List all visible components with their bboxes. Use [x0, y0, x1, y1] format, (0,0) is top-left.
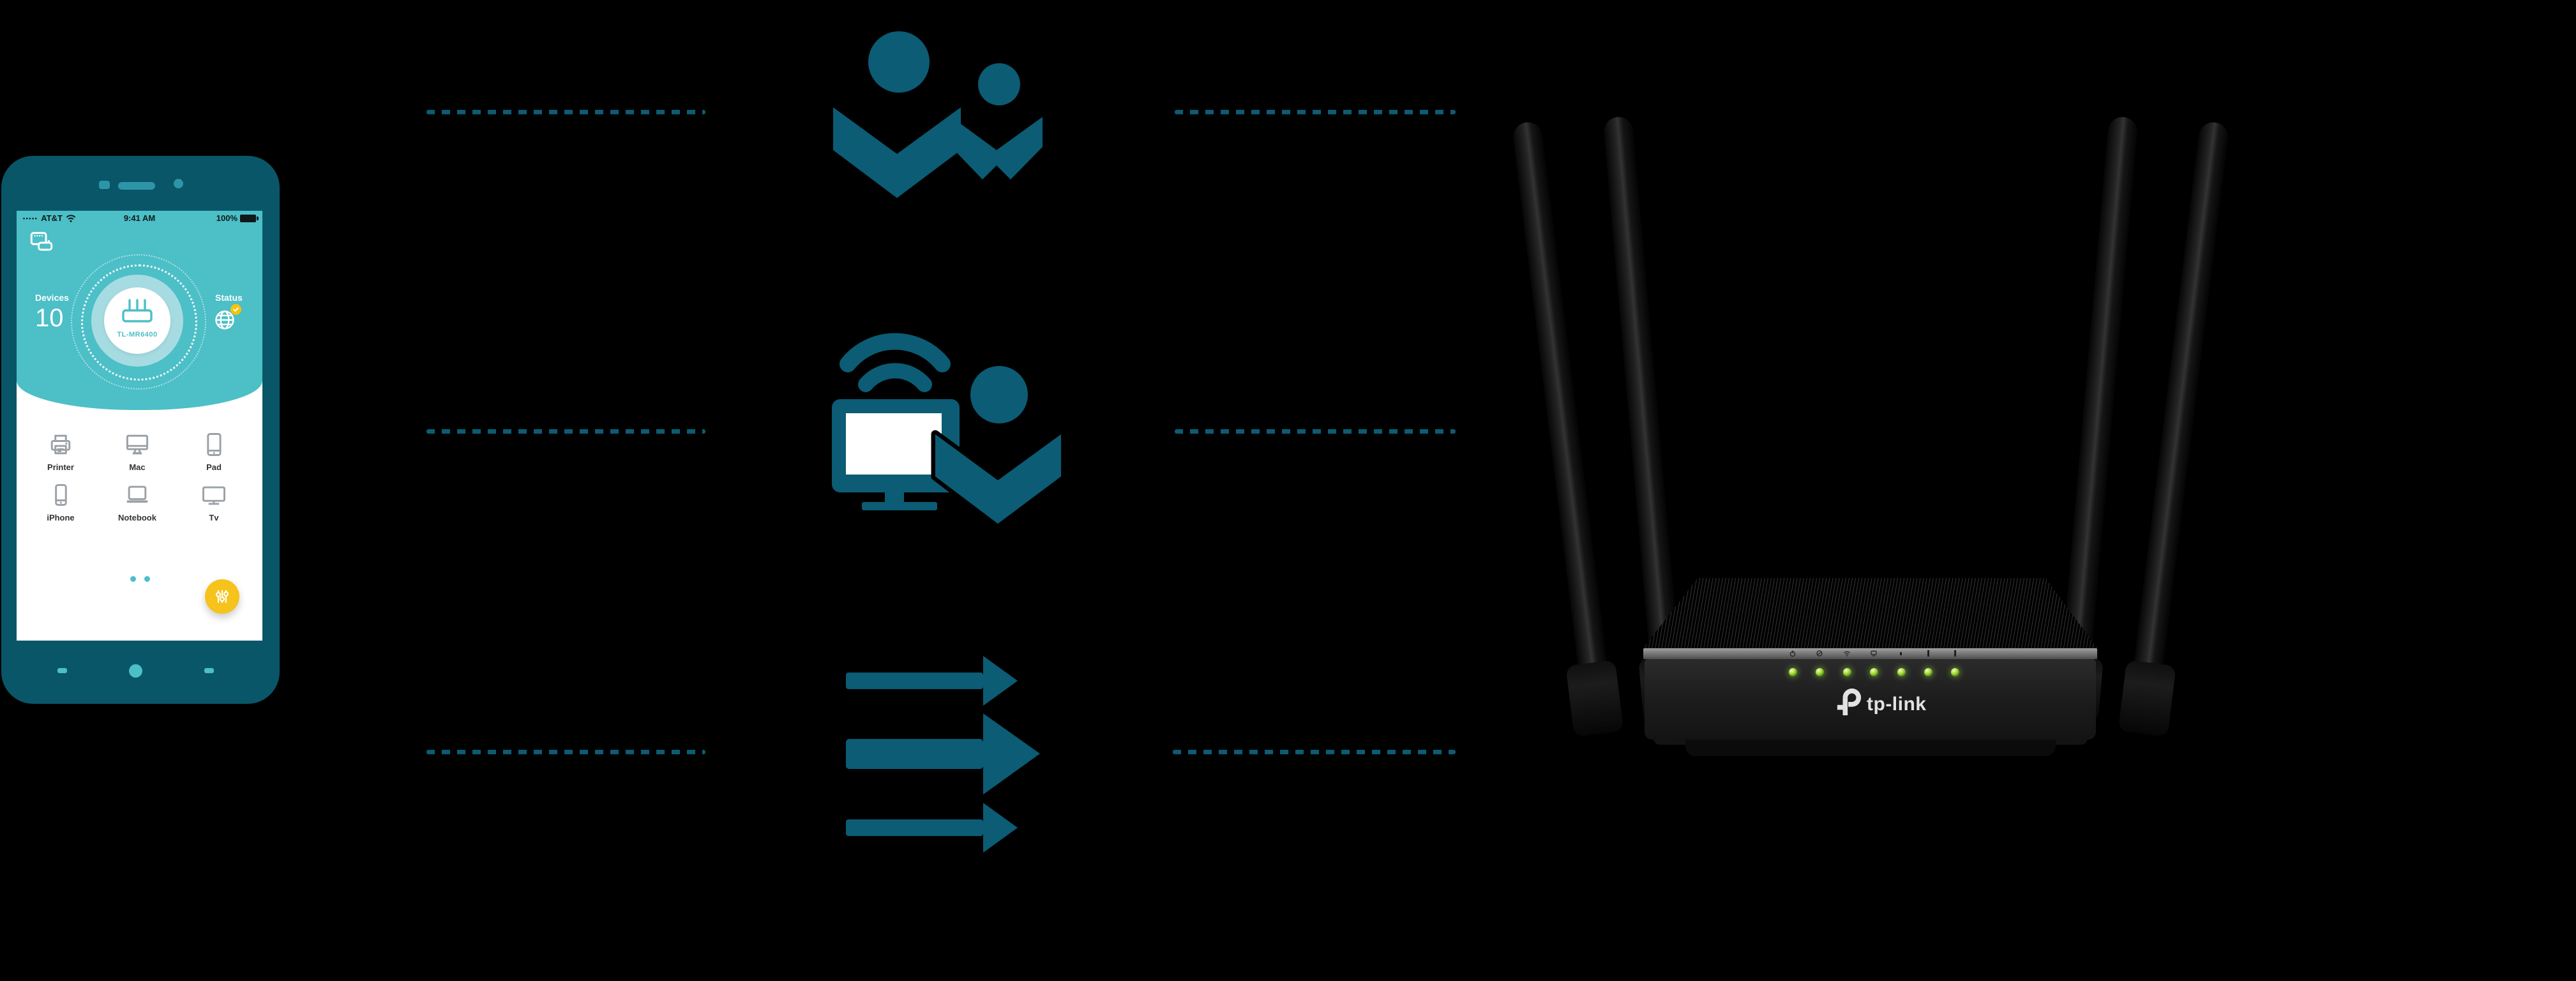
computer-wifi-user-icon: [832, 333, 1066, 528]
device-item-tv[interactable]: Tv: [176, 481, 252, 522]
sensor-slot: [99, 181, 110, 189]
dot-halo-outer: [71, 254, 206, 390]
device-label: Tv: [209, 513, 219, 522]
router: tp-link: [1511, 102, 2324, 805]
desktop-icon: [126, 434, 149, 455]
connector-left-3: [426, 750, 705, 754]
panel-dot-icon: [1900, 652, 1902, 655]
panel-bar-icon: [1954, 650, 1956, 657]
devices-label: Devices: [35, 293, 69, 303]
grid-row-2: iPhone Notebook Tv: [22, 481, 252, 522]
led-indicator: [1897, 668, 1906, 676]
device-label: iPhone: [47, 513, 75, 522]
connector-right-2: [1175, 429, 1456, 434]
device-item-printer[interactable]: Printer: [22, 430, 99, 472]
home-button[interactable]: [129, 664, 142, 678]
device-item-notebook[interactable]: Notebook: [99, 481, 176, 522]
battery-group: 100%: [216, 213, 259, 223]
three-arrows-icon: [846, 656, 1040, 853]
router-front-face: tp-link: [1645, 659, 2096, 740]
page-dot[interactable]: [144, 576, 150, 582]
router-bevel-strip: [1643, 648, 2097, 659]
menu-key[interactable]: [204, 668, 214, 673]
device-item-pad[interactable]: Pad: [176, 430, 252, 472]
connector-right-1: [1175, 110, 1456, 114]
globe-icon: [215, 310, 234, 330]
device-grid: Printer Mac: [22, 430, 252, 522]
wifi-icon: [1844, 651, 1850, 657]
device-label: Pad: [206, 462, 222, 472]
led-lan: [1870, 668, 1878, 676]
laptop-icon: [126, 485, 148, 503]
battery-icon: [240, 214, 259, 222]
status-check-badge: [230, 304, 241, 315]
tv-icon: [202, 486, 225, 505]
tp-link-logo-text: tp-link: [1867, 694, 1927, 715]
antenna-hinge: [2118, 660, 2176, 737]
led-internet: [1816, 668, 1824, 676]
printer-icon: [50, 434, 71, 455]
power-icon: [1789, 650, 1796, 657]
speaker-slot: [118, 182, 155, 190]
connected-devices-icon: [30, 232, 53, 251]
antenna-left-outer: [1511, 120, 1611, 695]
status-label: Status: [215, 293, 243, 303]
device-label: Notebook: [118, 513, 156, 522]
antenna-right-outer: [2130, 120, 2230, 695]
phone-icon: [55, 483, 67, 506]
led-wifi: [1843, 668, 1851, 676]
status-bar: ••••• AT&T 9:41 AM 100%: [17, 211, 262, 227]
antenna-right-inner: [2060, 116, 2139, 679]
tune-fab-button[interactable]: [205, 579, 239, 614]
device-label: Mac: [129, 462, 146, 472]
app-header: ••••• AT&T 9:41 AM 100%: [17, 211, 262, 410]
page-indicator[interactable]: [130, 576, 150, 582]
router-glyph-icon: [122, 299, 153, 323]
grid-row-1: Printer Mac: [22, 430, 252, 472]
devices-block: Devices 10: [35, 293, 69, 331]
devices-count: 10: [35, 304, 64, 332]
tp-link-logo-mark: [1837, 688, 1862, 715]
back-key[interactable]: [57, 668, 67, 673]
led-indicator: [1951, 668, 1959, 676]
status-block: Status: [215, 293, 243, 303]
internet-status[interactable]: [212, 304, 241, 335]
check-icon: [233, 307, 239, 312]
panel-bar-icon: [1927, 650, 1929, 657]
antenna-hinge: [1565, 660, 1624, 737]
router-base: [1685, 740, 2056, 756]
phone-screen: ••••• AT&T 9:41 AM 100%: [17, 211, 262, 641]
clients-icon[interactable]: [28, 227, 55, 257]
router-model-label: TL-MR6400: [117, 331, 158, 338]
device-label: Printer: [47, 462, 74, 472]
page-dot[interactable]: [130, 576, 136, 582]
dot-halo-inner: [81, 264, 197, 381]
connector-right-3: [1173, 750, 1456, 754]
camera-dot: [174, 179, 183, 188]
device-item-iphone[interactable]: iPhone: [22, 481, 99, 522]
carrier-label: AT&T: [41, 213, 63, 223]
connector-left-2: [426, 429, 705, 434]
carrier-group: ••••• AT&T: [23, 213, 76, 223]
battery-percent: 100%: [216, 213, 237, 223]
tablet-icon: [207, 433, 222, 456]
smartphone: ••••• AT&T 9:41 AM 100%: [1, 156, 280, 704]
device-item-mac[interactable]: Mac: [99, 430, 176, 472]
sliders-icon: [215, 589, 229, 604]
internet-icon: [1816, 650, 1823, 657]
connector-left-1: [426, 110, 705, 114]
wifi-icon: [66, 214, 76, 222]
signal-dots: •••••: [23, 215, 38, 222]
led-power: [1789, 668, 1797, 676]
led-indicator: [1924, 668, 1932, 676]
lan-icon: [1871, 650, 1877, 657]
antenna-left-inner: [1602, 116, 1681, 679]
router-top-fins: [1643, 578, 2097, 648]
family-parent-child-icon: [833, 31, 1043, 198]
clock-label: 9:41 AM: [123, 213, 156, 223]
